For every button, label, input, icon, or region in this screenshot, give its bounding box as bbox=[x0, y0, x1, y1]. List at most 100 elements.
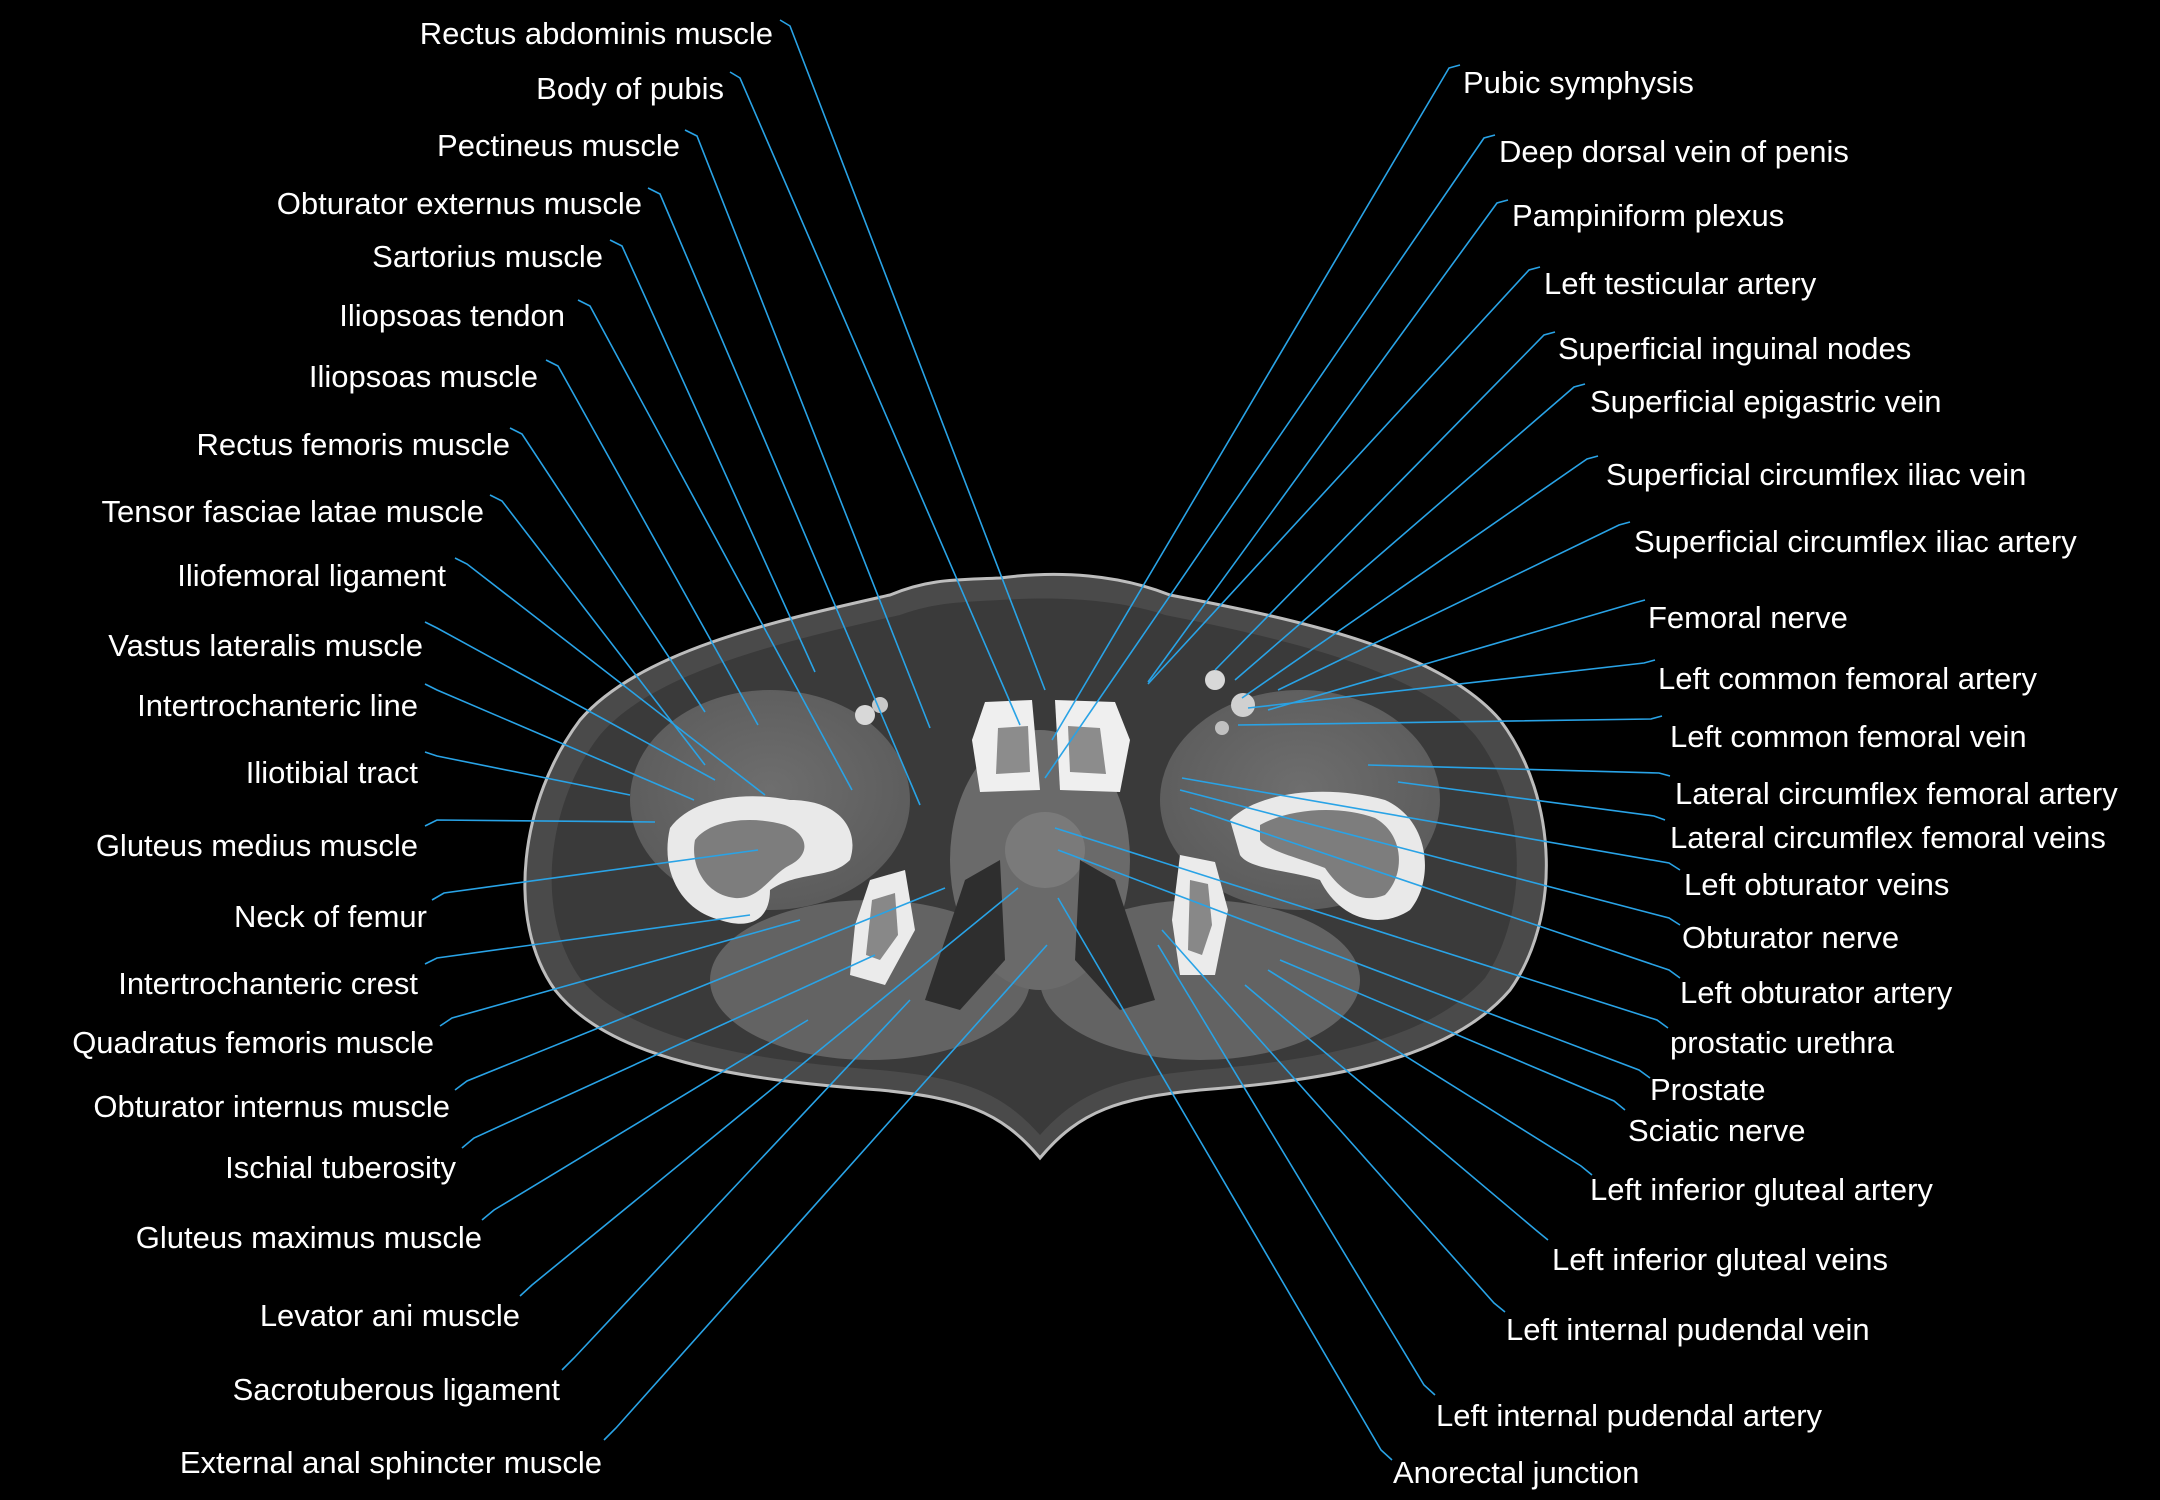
ischiorectal-fossa-left bbox=[925, 860, 1005, 1010]
femur-right-marrow bbox=[1260, 809, 1399, 899]
inguinal-node bbox=[1215, 721, 1229, 735]
leader-lines bbox=[424, 19, 1681, 1461]
leader-body-of-pubis bbox=[729, 71, 1021, 726]
leader-rectus-abdominis bbox=[779, 19, 1046, 691]
label-superficial-circumflex-iliac-vein: Superficial circumflex iliac vein bbox=[1606, 457, 2026, 492]
label-femoral-nerve: Femoral nerve bbox=[1648, 600, 1848, 635]
label-obturator-internus: Obturator internus muscle bbox=[93, 1089, 450, 1124]
leader-left-internal-pudendal-vein bbox=[1161, 929, 1506, 1313]
label-vastus-lateralis: Vastus lateralis muscle bbox=[108, 628, 423, 663]
leader-obturator-externus bbox=[647, 187, 921, 806]
label-pectineus: Pectineus muscle bbox=[437, 128, 680, 163]
label-external-anal-sphincter: External anal sphincter muscle bbox=[180, 1445, 602, 1480]
label-left-internal-pudendal-vein: Left internal pudendal vein bbox=[1506, 1312, 1870, 1347]
label-lateral-circumflex-femoral-veins: Lateral circumflex femoral veins bbox=[1670, 820, 2106, 855]
leader-ischial-tuberosity bbox=[461, 954, 876, 1149]
leader-prostatic-urethra bbox=[1054, 827, 1669, 1029]
leader-obturator-nerve bbox=[1179, 789, 1681, 926]
label-rectus-abdominis: Rectus abdominis muscle bbox=[420, 16, 773, 51]
label-tensor-fasciae-latae: Tensor fasciae latae muscle bbox=[101, 494, 484, 529]
label-superficial-circumflex-iliac-artery: Superficial circumflex iliac artery bbox=[1634, 524, 2077, 559]
label-rectus-femoris: Rectus femoris muscle bbox=[196, 427, 510, 462]
label-intertrochanteric-line: Intertrochanteric line bbox=[137, 688, 418, 723]
label-prostate: Prostate bbox=[1650, 1072, 1765, 1107]
leader-pubic-symphysis bbox=[1051, 64, 1461, 741]
leader-tensor-fasciae-latae bbox=[489, 494, 706, 766]
label-ischial-tuberosity: Ischial tuberosity bbox=[225, 1150, 456, 1185]
label-prostatic-urethra: prostatic urethra bbox=[1670, 1025, 1895, 1060]
leader-iliopsoas-muscle bbox=[545, 359, 759, 726]
leader-iliotibial-tract bbox=[424, 751, 631, 796]
leader-sartorius bbox=[609, 239, 816, 673]
label-levator-ani: Levator ani muscle bbox=[260, 1298, 520, 1333]
label-intertrochanteric-crest: Intertrochanteric crest bbox=[118, 966, 418, 1001]
label-left-internal-pudendal-artery: Left internal pudendal artery bbox=[1436, 1398, 1823, 1433]
leader-sacrotuberous bbox=[561, 999, 911, 1371]
label-iliotibial-tract: Iliotibial tract bbox=[246, 755, 419, 790]
label-sacrotuberous: Sacrotuberous ligament bbox=[233, 1372, 561, 1407]
pubic-marrow-right bbox=[1068, 726, 1106, 774]
label-anorectal-junction: Anorectal junction bbox=[1393, 1455, 1639, 1490]
femur-left-marrow bbox=[694, 820, 805, 899]
label-iliopsoas-muscle: Iliopsoas muscle bbox=[309, 359, 538, 394]
label-iliofemoral-ligament: Iliofemoral ligament bbox=[177, 558, 446, 593]
label-superficial-epigastric-vein: Superficial epigastric vein bbox=[1590, 384, 1942, 419]
leader-pampiniform-plexus bbox=[1147, 199, 1509, 683]
label-pampiniform-plexus: Pampiniform plexus bbox=[1512, 198, 1784, 233]
leader-left-inferior-gluteal-artery bbox=[1267, 969, 1593, 1176]
ct-slice-image bbox=[523, 572, 1548, 1161]
label-left-obturator-veins: Left obturator veins bbox=[1684, 867, 1949, 902]
femoral-vessel-left-a bbox=[855, 705, 875, 725]
label-left-inferior-gluteal-artery: Left inferior gluteal artery bbox=[1590, 1172, 1933, 1207]
leader-left-inferior-gluteal-veins bbox=[1244, 984, 1549, 1241]
label-left-obturator-artery: Left obturator artery bbox=[1680, 975, 1953, 1010]
labels-left: Rectus abdominis muscle Body of pubis Pe… bbox=[72, 16, 773, 1480]
leader-neck-of-femur bbox=[431, 849, 759, 901]
leader-rectus-femoris bbox=[509, 427, 706, 713]
leader-superficial-circumflex-iliac-artery bbox=[1277, 521, 1631, 691]
femoral-vessel-right-v bbox=[1231, 693, 1255, 717]
label-left-testicular-artery: Left testicular artery bbox=[1544, 266, 1817, 301]
leader-superficial-epigastric-vein bbox=[1234, 383, 1586, 681]
leader-left-testicular-artery bbox=[1147, 266, 1541, 685]
leader-quadratus-femoris bbox=[439, 919, 801, 1027]
ischium-right-marrow bbox=[1188, 880, 1212, 955]
leader-left-common-femoral-vein bbox=[1237, 715, 1663, 726]
leader-anorectal-junction bbox=[1057, 897, 1393, 1461]
leader-external-anal-sphincter bbox=[603, 944, 1048, 1441]
label-obturator-externus: Obturator externus muscle bbox=[277, 186, 642, 221]
leader-left-internal-pudendal-artery bbox=[1157, 944, 1436, 1396]
label-gluteus-maximus: Gluteus maximus muscle bbox=[136, 1220, 482, 1255]
leader-iliopsoas-tendon bbox=[577, 299, 853, 791]
leader-pectineus bbox=[684, 129, 931, 729]
label-gluteus-medius: Gluteus medius muscle bbox=[96, 828, 418, 863]
femoral-vessel-right-a bbox=[1205, 670, 1225, 690]
leader-gluteus-medius bbox=[424, 819, 656, 827]
ischiorectal-fossa-right bbox=[1075, 860, 1155, 1010]
label-pubic-symphysis: Pubic symphysis bbox=[1463, 65, 1694, 100]
pubic-marrow-left bbox=[996, 726, 1030, 774]
leader-iliofemoral-ligament bbox=[454, 557, 766, 796]
leader-deep-dorsal-vein bbox=[1044, 134, 1496, 779]
leader-intertrochanteric-line bbox=[424, 683, 695, 801]
label-sartorius: Sartorius muscle bbox=[372, 239, 603, 274]
leader-sciatic-nerve bbox=[1279, 959, 1626, 1111]
label-superficial-inguinal-nodes: Superficial inguinal nodes bbox=[1558, 331, 1911, 366]
leader-obturator-internus bbox=[454, 887, 946, 1091]
label-left-inferior-gluteal-veins: Left inferior gluteal veins bbox=[1552, 1242, 1888, 1277]
label-quadratus-femoris: Quadratus femoris muscle bbox=[72, 1025, 434, 1060]
leader-superficial-inguinal-nodes bbox=[1214, 331, 1556, 671]
label-sciatic-nerve: Sciatic nerve bbox=[1628, 1113, 1805, 1148]
label-left-common-femoral-vein: Left common femoral vein bbox=[1670, 719, 2027, 754]
label-left-common-femoral-artery: Left common femoral artery bbox=[1658, 661, 2038, 696]
leader-left-obturator-veins bbox=[1181, 777, 1681, 871]
leader-gluteus-maximus bbox=[481, 1019, 809, 1221]
labels-right: Pubic symphysis Deep dorsal vein of peni… bbox=[1393, 65, 2118, 1490]
label-lateral-circumflex-femoral-artery: Lateral circumflex femoral artery bbox=[1675, 776, 2118, 811]
label-deep-dorsal-vein: Deep dorsal vein of penis bbox=[1499, 134, 1849, 169]
label-body-of-pubis: Body of pubis bbox=[536, 71, 724, 106]
label-neck-of-femur: Neck of femur bbox=[234, 899, 427, 934]
leader-left-common-femoral-artery bbox=[1247, 659, 1656, 709]
leader-prostate bbox=[1057, 849, 1651, 1079]
